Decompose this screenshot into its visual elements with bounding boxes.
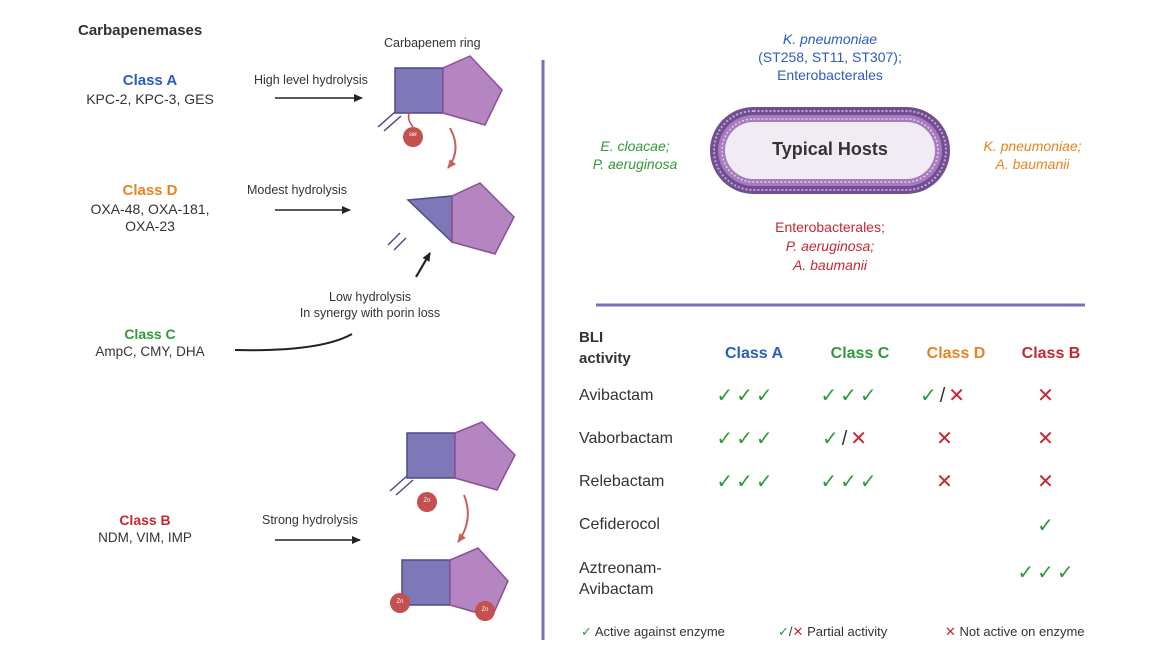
hosts-right-1: K. pneumoniae; (983, 138, 1082, 154)
col-class-b: Class B (1021, 345, 1081, 362)
cell-vaborbactam-class-b: ✕ (1037, 428, 1057, 450)
zn-label-3: Zn (481, 607, 489, 613)
legend-active-text: Active against enzyme (594, 624, 725, 639)
col-class-a: Class A (724, 345, 784, 362)
hosts-left-1: E. cloacae; (600, 138, 670, 154)
legend-cross-icon: ✕ (945, 624, 956, 639)
opened-triangle (406, 195, 453, 244)
row-label-avibactam-2: Avibactam (579, 581, 654, 598)
ser-label: ser (408, 132, 418, 138)
zn-label-1: Zn (423, 498, 431, 504)
cell-relebactam-class-a: ✓✓✓ (716, 471, 776, 493)
beta-lactam-square-b1 (406, 432, 456, 479)
col-class-d: Class D (926, 345, 986, 362)
zn-circle-3 (475, 601, 495, 621)
class-a-hydrolysis: High level hydrolysis (254, 73, 368, 87)
hosts-bottom: Enterobacterales; P. aeruginosa; A. baum… (740, 218, 920, 275)
row-label-vaborbactam: Vaborbactam (579, 430, 673, 447)
row-label-avibactam: Avibactam (579, 387, 654, 404)
beta-lactam-square-a (394, 67, 444, 114)
carbapenem-ring-label: Carbapenem ring (384, 36, 481, 50)
class-c-hydrolysis-1: Low hydrolysis (329, 290, 411, 304)
row-label-aztreonam-avibactam: Aztreonam- Avibactam (579, 558, 662, 600)
class-c-title: Class C (124, 326, 176, 342)
legend-partial-check-icon: ✓ (778, 624, 789, 639)
pentagon-b1 (454, 421, 516, 491)
beta-lactam-square-b2 (401, 559, 451, 606)
class-d-block: Class D OXA-48, OXA-181, OXA-23 (60, 182, 240, 234)
legend-partial-text: Partial activity (807, 624, 888, 639)
pentagon-d (451, 182, 515, 255)
class-c-hydrolysis: Low hydrolysis In synergy with porin los… (260, 289, 480, 321)
cell-aztreonam-avibactam-class-b: ✓✓✓ (1017, 562, 1077, 584)
cell-avibactam-class-a: ✓✓✓ (716, 385, 776, 407)
class-b-hydrolysis: Strong hydrolysis (262, 513, 358, 527)
row-label-relebactam: Relebactam (579, 473, 665, 490)
class-c-block: Class C AmpC, CMY, DHA (60, 326, 240, 359)
bli-header-2: activity (579, 350, 631, 367)
cell-avibactam-class-b: ✕ (1037, 385, 1057, 407)
pentagon-b2 (449, 547, 509, 618)
cell-relebactam-class-d: ✕ (936, 471, 956, 493)
typical-hosts-label: Typical Hosts (772, 139, 888, 159)
hosts-top-1: K. pneumoniae (782, 31, 878, 47)
row-label-cefiderocol: Cefiderocol (579, 516, 660, 533)
hosts-right-2: A. baumanii (995, 156, 1070, 172)
cell-vaborbactam-class-a: ✓✓✓ (716, 428, 776, 450)
hosts-top: K. pneumoniae (ST258, ST11, ST307); Ente… (730, 30, 930, 84)
hosts-bottom-1: Enterobacterales; (775, 219, 885, 235)
class-d-hydrolysis: Modest hydrolysis (247, 183, 348, 197)
legend-active: ✓ Active against enzyme (581, 624, 725, 640)
cell-relebactam-class-b: ✕ (1037, 471, 1057, 493)
hosts-bottom-3: A. baumanii (793, 257, 867, 273)
bli-header-1: BLI (579, 329, 604, 346)
ser-circle (403, 127, 423, 147)
carbapenemases-title: Carbapenemases (78, 22, 203, 39)
class-a-enzymes: KPC-2, KPC-3, GES (86, 91, 214, 107)
class-a-block: Class A KPC-2, KPC-3, GES (60, 72, 240, 107)
bli-activity-header: BLI activity (579, 327, 631, 369)
red-curve-arrow-a (447, 127, 457, 169)
class-d-enzymes-2: OXA-23 (125, 218, 175, 234)
cell-relebactam-class-c: ✓✓✓ (820, 471, 880, 493)
class-d-title: Class D (122, 182, 178, 199)
hosts-bottom-2: P. aeruginosa; (785, 238, 875, 254)
legend-check-icon: ✓ (581, 624, 592, 639)
class-c-enzymes: AmpC, CMY, DHA (95, 344, 205, 359)
legend-partial-sep: / (788, 624, 793, 639)
zn-circle-1 (417, 492, 437, 512)
col-class-c: Class C (830, 345, 890, 362)
zn-circle-2 (390, 593, 410, 613)
pentagon-a (442, 55, 503, 126)
red-curve-arrow-b (457, 494, 469, 543)
zn-label-2: Zn (396, 599, 404, 605)
cell-vaborbactam-class-d: ✕ (936, 428, 956, 450)
class-b-block: Class B NDM, VIM, IMP (60, 512, 230, 545)
legend-partial: ✓/✕ Partial activity (778, 624, 887, 640)
class-b-title: Class B (119, 512, 171, 528)
hosts-right: K. pneumoniae; A. baumanii (965, 137, 1100, 173)
hosts-top-2: (ST258, ST11, ST307); (758, 49, 902, 65)
class-c-curve (234, 333, 353, 352)
class-d-enzymes-1: OXA-48, OXA-181, (90, 201, 210, 217)
legend-partial-cross-icon: ✕ (792, 624, 804, 639)
hosts-top-3: Enterobacterales (777, 67, 883, 83)
class-c-hydrolysis-2: In synergy with porin loss (299, 306, 441, 320)
hosts-left-2: P. aeruginosa (592, 156, 678, 172)
legend-none-text: Not active on enzyme (959, 624, 1085, 639)
row-label-aztreonam: Aztreonam- (579, 560, 662, 577)
cell-vaborbactam-class-c: ✓/✕ (821, 428, 871, 450)
class-b-enzymes: NDM, VIM, IMP (98, 530, 192, 545)
cell-cefiderocol-class-b: ✓ (1037, 515, 1057, 537)
class-a-title: Class A (122, 72, 178, 89)
cell-avibactam-class-c: ✓✓✓ (820, 385, 880, 407)
cell-avibactam-class-d: ✓/✕ (919, 385, 969, 407)
bacterium-inner (725, 122, 935, 179)
up-arrow (415, 252, 431, 278)
legend-none: ✕ Not active on enzyme (945, 624, 1085, 640)
hosts-left: E. cloacae; P. aeruginosa (575, 137, 695, 173)
